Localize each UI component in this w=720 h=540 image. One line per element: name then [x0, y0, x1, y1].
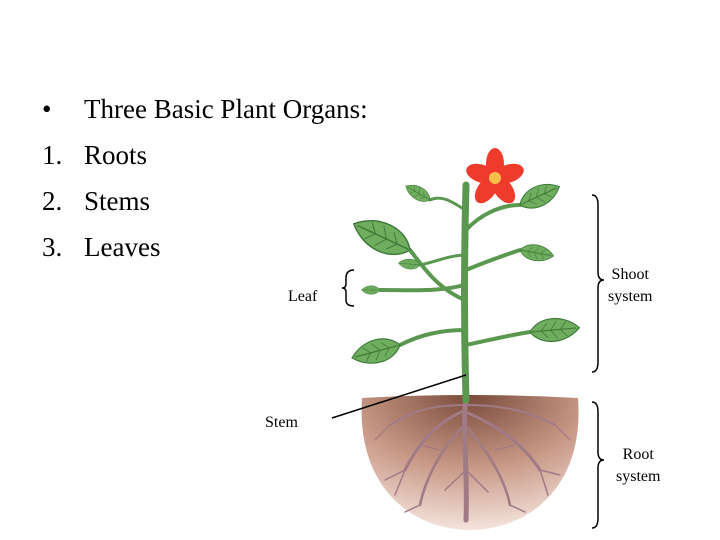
list-item-stems: 2. Stems — [42, 178, 368, 224]
list-item-text: Stems — [84, 186, 151, 216]
organ-list: • Three Basic Plant Organs: 1. Roots 2. … — [42, 86, 368, 270]
root-system-bracket — [591, 401, 605, 529]
list-heading: • Three Basic Plant Organs: — [42, 86, 368, 132]
shoot-system-label: Shoot system — [608, 264, 652, 308]
root-label-line-2: system — [616, 468, 661, 485]
list-number: 2. — [42, 186, 63, 216]
list-item-text: Roots — [84, 140, 148, 170]
stem — [378, 181, 532, 404]
list-item-roots: 1. Roots — [42, 132, 368, 178]
shoot-label-line-1: Shoot — [611, 266, 649, 283]
flower — [466, 148, 524, 204]
stem-pointer-line — [331, 374, 467, 419]
root-label-line-1: Root — [622, 446, 654, 463]
list-item-leaves: 3. Leaves — [42, 224, 368, 270]
list-item-text: Leaves — [84, 232, 161, 262]
heading-text: Three Basic Plant Organs: — [84, 94, 368, 124]
soil — [361, 395, 579, 530]
stem-label: Stem — [265, 414, 298, 431]
roots — [374, 395, 571, 523]
leaf-bracket — [341, 269, 355, 307]
shoot-label-line-2: system — [608, 288, 653, 305]
list-number: 1. — [42, 140, 63, 170]
list-number: 3. — [42, 232, 63, 262]
bullet-marker: • — [42, 94, 52, 124]
root-system-label: Root system — [616, 444, 660, 488]
shoot-system-bracket — [591, 194, 605, 373]
leaf-label: Leaf — [288, 288, 318, 305]
